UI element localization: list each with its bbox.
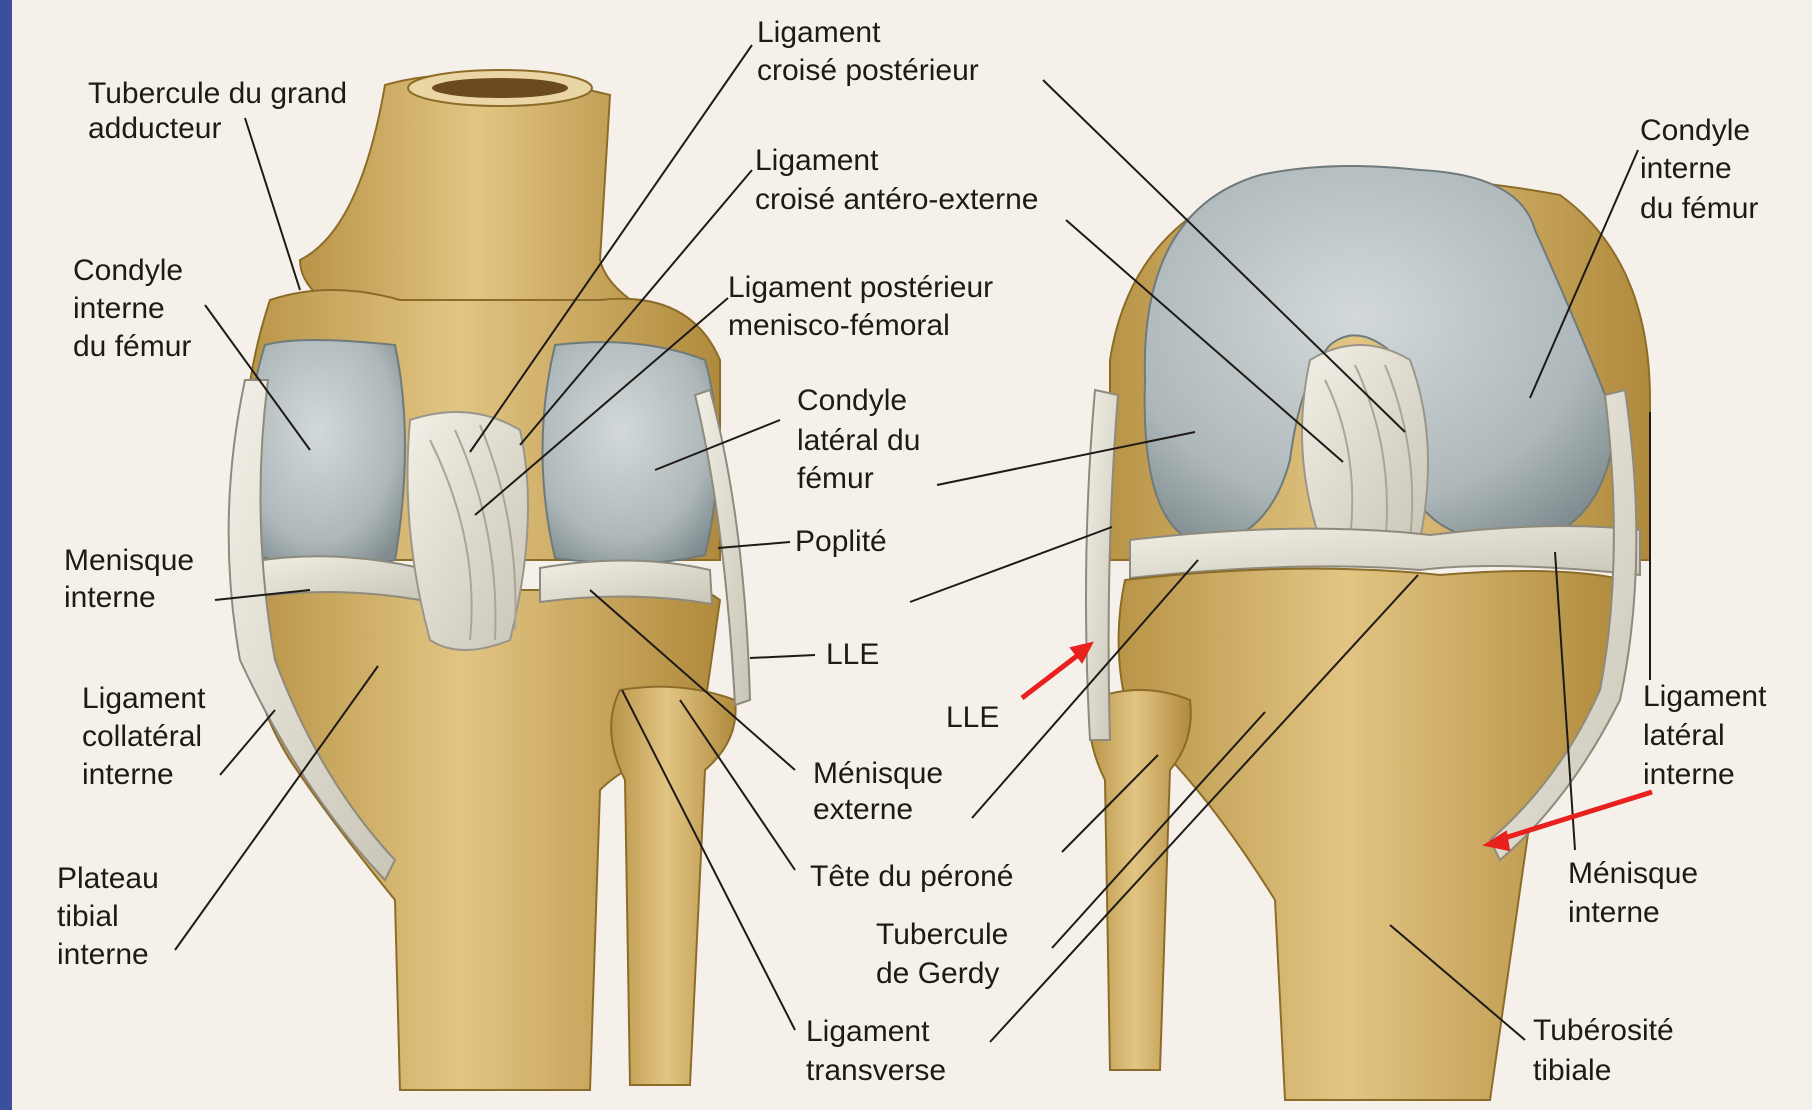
condyle-lateral-left [543,342,718,563]
left-border [0,0,12,1110]
label-lle-left: LLE [826,638,879,671]
label-tete-perone: Tête du péroné [810,860,1013,893]
label-lle-right: LLE [946,701,999,734]
label-poplite: Poplité [795,525,887,558]
condyle-interne-left [247,340,405,566]
menisque-externe-left [540,560,712,604]
